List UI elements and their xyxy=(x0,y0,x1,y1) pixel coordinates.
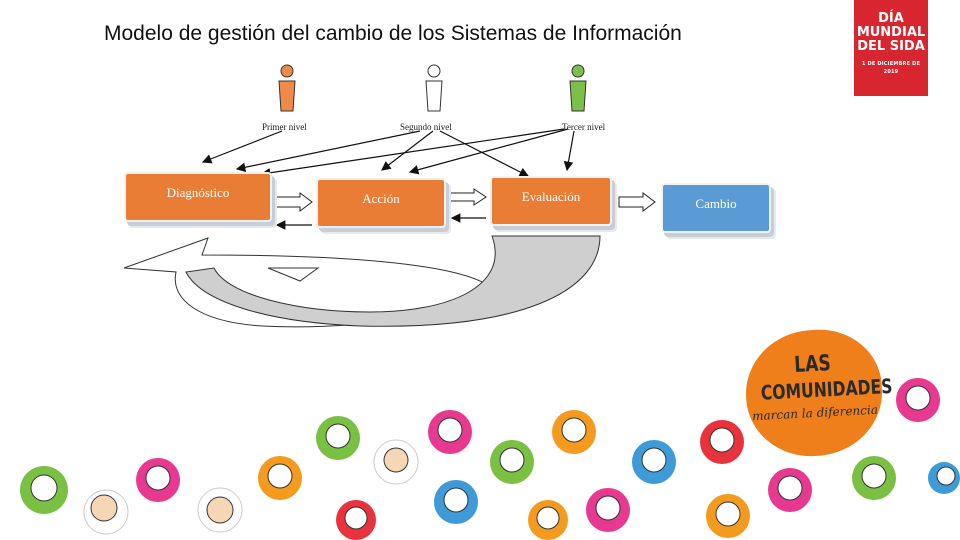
level-label-1: Primer nivel xyxy=(262,122,307,132)
face-icon xyxy=(706,494,750,538)
face-icon xyxy=(852,456,896,500)
face-icon xyxy=(373,439,419,485)
face-icon xyxy=(768,468,812,512)
box-accion: Acción xyxy=(316,178,446,228)
face-icon xyxy=(552,410,596,454)
box-diagnostico: Diagnóstico xyxy=(124,172,272,222)
curved-return-arrow-gray xyxy=(185,235,601,327)
face-icon xyxy=(336,500,376,540)
box-evaluacion: Evaluación xyxy=(490,176,612,226)
person-icon-level-2 xyxy=(425,64,443,112)
logo-line-1: DÍA xyxy=(878,11,904,26)
face-icon xyxy=(197,487,243,533)
slide-title: Modelo de gestión del cambio de los Sist… xyxy=(104,22,682,45)
level-arrows xyxy=(201,128,575,178)
face-icon xyxy=(928,462,960,494)
world-aids-day-logo: DÍA MUNDIAL DEL SIDA 1 DE DICIEMBRE DE 2… xyxy=(854,0,928,96)
face-icon xyxy=(896,378,940,422)
box-label: Diagnóstico xyxy=(166,185,230,200)
level-label-3: Tercer nivel xyxy=(562,122,606,132)
community-faces-illustration xyxy=(20,378,960,540)
box-label: Acción xyxy=(362,191,400,206)
person-icon-level-1 xyxy=(278,64,296,112)
box-cambio: Cambio xyxy=(661,183,771,233)
face-icon xyxy=(83,489,129,535)
person-icon-level-3 xyxy=(569,64,587,112)
forward-arrows xyxy=(273,188,656,212)
face-icon xyxy=(20,466,68,514)
campaign-line-2: COMUNIDADES xyxy=(760,373,893,405)
level-label-2: Segundo nivel xyxy=(400,122,452,132)
face-icon xyxy=(136,458,180,502)
logo-date: 1 DE DICIEMBRE DE 2019 xyxy=(861,61,921,75)
box-label: Cambio xyxy=(695,196,737,211)
face-icon xyxy=(316,416,360,460)
face-icon xyxy=(586,488,630,532)
face-icon xyxy=(528,500,568,540)
face-icon xyxy=(434,480,478,524)
box-label: Evaluación xyxy=(521,189,581,204)
logo-line-2: MUNDIAL xyxy=(856,25,926,40)
feedback-arrows xyxy=(275,213,486,230)
face-icon xyxy=(700,420,744,464)
face-icon xyxy=(632,440,676,484)
face-icon xyxy=(258,456,302,500)
logo-line-3: DEL SIDA xyxy=(857,39,925,54)
face-icon xyxy=(490,440,534,484)
curved-return-arrowhead xyxy=(267,267,320,282)
campaign-line-3: marcan la diferencia xyxy=(751,402,879,424)
face-icon xyxy=(428,410,472,454)
